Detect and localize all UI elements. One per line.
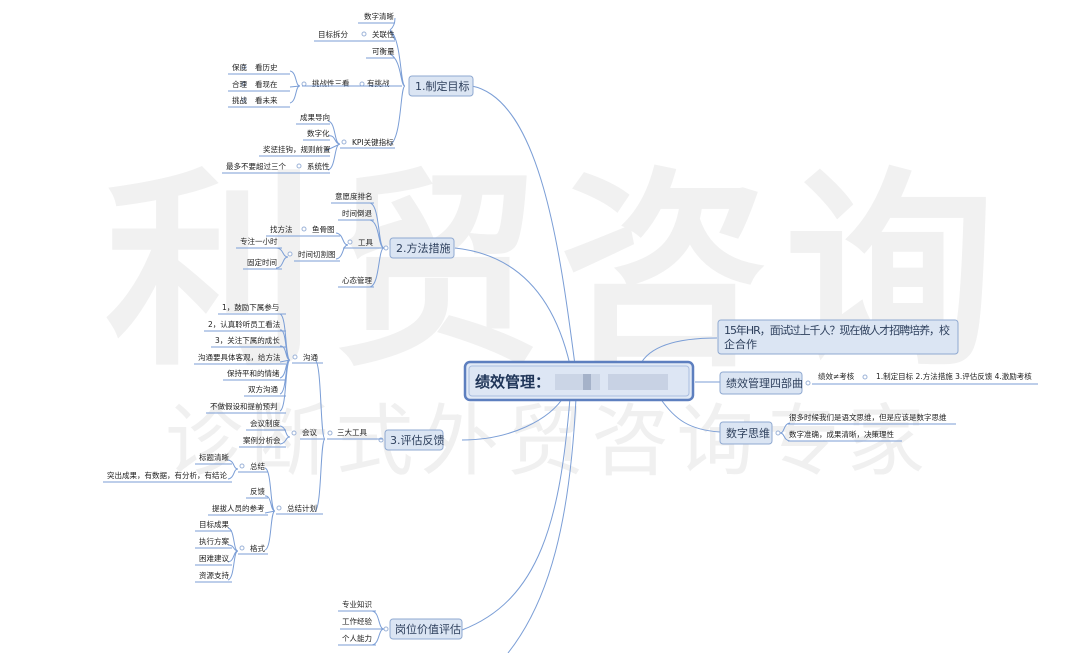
method-child[interactable]: 意愿度排名 bbox=[335, 191, 373, 201]
branch-goal: 1.制定目标 数字清晰 关联性 目标拆分 可衡量 有挑战 挑战性三看 看历史 保… bbox=[222, 11, 474, 174]
node-position[interactable]: 岗位价值评估 bbox=[389, 618, 463, 640]
comm-item[interactable]: 双方沟通 bbox=[248, 384, 278, 394]
goal-child[interactable]: 可衡量 bbox=[372, 46, 395, 56]
format-item[interactable]: 困难建议 bbox=[199, 553, 229, 563]
blurred-name bbox=[555, 374, 668, 390]
svg-text:1.制定目标: 1.制定目标 bbox=[415, 79, 470, 93]
main-connectors bbox=[454, 85, 721, 653]
feedback-group[interactable]: 总结计划 bbox=[287, 503, 317, 513]
goal-child[interactable]: 关联性 bbox=[372, 29, 395, 39]
branch-position: 岗位价值评估 专业知识 工作经验 个人能力 bbox=[338, 599, 463, 646]
comm-item[interactable]: 保持平和的情绪 bbox=[227, 368, 280, 378]
tool-leaf[interactable]: 专注一小时 bbox=[240, 236, 278, 246]
tool-item[interactable]: 时间切割图 bbox=[298, 249, 336, 259]
goal-look[interactable]: 看历史 bbox=[255, 62, 278, 72]
summary-item[interactable]: 格式 bbox=[250, 543, 265, 553]
summary-leaf[interactable]: 标题清晰 bbox=[199, 452, 229, 462]
meeting-item[interactable]: 案例分析会 bbox=[243, 435, 281, 445]
center-title: 绩效管理： bbox=[475, 373, 550, 391]
svg-text:2.方法措施: 2.方法措施 bbox=[396, 241, 451, 255]
summary-item[interactable]: 反馈 bbox=[250, 486, 265, 496]
digital-item[interactable]: 数字准确，成果清晰，决策理性 bbox=[789, 429, 894, 439]
node-intro[interactable]: 15年HR，面试过上千人？现在做人才招聘培养，校 企合作 bbox=[717, 319, 959, 355]
comm-item[interactable]: 沟通要具体客观，给方法 bbox=[198, 352, 281, 362]
format-item[interactable]: 目标成果 bbox=[199, 519, 229, 529]
format-item[interactable]: 执行方案 bbox=[199, 536, 229, 546]
goal-look-leaf[interactable]: 保底 bbox=[232, 62, 247, 72]
format-item[interactable]: 资源支持 bbox=[199, 570, 229, 580]
fourpart-detail[interactable]: 1.制定目标 2.方法措施 3.评估反馈 4.激励考核 bbox=[876, 371, 1032, 381]
method-child[interactable]: 心态管理 bbox=[342, 275, 372, 285]
intro-line1: 15年HR，面试过上千人？现在做人才招聘培养，校 bbox=[724, 323, 950, 337]
branch-method: 2.方法措施 意愿度排名 时间倒退 工具 鱼骨图 找方法 时间切割图 专注一小时… bbox=[236, 191, 455, 288]
goal-sub[interactable]: 目标拆分 bbox=[318, 29, 348, 39]
svg-text:3.评估反馈: 3.评估反馈 bbox=[390, 434, 445, 447]
branch-fourpart: 绩效管理四部曲 绩效≠考核 1.制定目标 2.方法措施 3.评估反馈 4.激励考… bbox=[719, 371, 1038, 395]
goal-child[interactable]: KPI关键指标 bbox=[352, 137, 394, 147]
goal-child[interactable]: 数字清晰 bbox=[364, 11, 394, 21]
position-item[interactable]: 专业知识 bbox=[342, 599, 372, 609]
summary-leaf[interactable]: 突出成果，有数据，有分析，有结论 bbox=[107, 470, 227, 480]
goal-look[interactable]: 看现在 bbox=[255, 79, 278, 89]
position-item[interactable]: 工作经验 bbox=[342, 616, 372, 626]
branch-digital: 数字思维 很多时候我们是语文思维，但是应该是数字思维 数字准确，成果清晰，决策理… bbox=[719, 412, 956, 445]
kpi-item[interactable]: 奖惩挂钩，规则前置 bbox=[263, 144, 331, 154]
summary-item[interactable]: 总结 bbox=[250, 461, 265, 471]
intro-line2: 企合作 bbox=[724, 337, 757, 351]
digital-item[interactable]: 很多时候我们是语文思维，但是应该是数字思维 bbox=[789, 412, 947, 422]
branch-feedback: 3.评估反馈 三大工具 沟通 1，鼓励下属参与 2，认真聆听员工看法 3，关注下… bbox=[103, 302, 445, 583]
svg-text:岗位价值评估: 岗位价值评估 bbox=[395, 622, 461, 636]
tool-leaf[interactable]: 固定时间 bbox=[247, 257, 277, 267]
kpi-item[interactable]: 成果导向 bbox=[300, 112, 330, 122]
feedback-tools[interactable]: 三大工具 bbox=[337, 427, 367, 437]
kpi-item[interactable]: 系统性 bbox=[307, 161, 330, 171]
comm-item[interactable]: 2，认真聆听员工看法 bbox=[208, 319, 281, 329]
feedback-group[interactable]: 会议 bbox=[302, 427, 317, 437]
node-feedback[interactable]: 3.评估反馈 bbox=[384, 429, 445, 451]
fourpart-item[interactable]: 绩效≠考核 bbox=[818, 371, 855, 381]
feedback-group[interactable]: 沟通 bbox=[303, 352, 318, 362]
comm-item[interactable]: 不做假设和提前预判 bbox=[210, 401, 278, 411]
node-digital[interactable]: 数字思维 bbox=[719, 421, 773, 445]
tool-leaf[interactable]: 找方法 bbox=[270, 224, 293, 234]
method-child[interactable]: 时间倒退 bbox=[342, 208, 372, 218]
goal-look-leaf[interactable]: 挑战 bbox=[232, 95, 247, 105]
position-item[interactable]: 个人能力 bbox=[342, 633, 372, 643]
kpi-leaf[interactable]: 最多不要超过三个 bbox=[226, 161, 286, 171]
goal-look[interactable]: 看未来 bbox=[255, 95, 278, 105]
comm-item[interactable]: 3，关注下属的成长 bbox=[215, 335, 280, 345]
meeting-item[interactable]: 会议制度 bbox=[250, 418, 280, 428]
kpi-item[interactable]: 数字化 bbox=[307, 128, 330, 138]
tool-item[interactable]: 鱼骨图 bbox=[312, 224, 335, 234]
node-method[interactable]: 2.方法措施 bbox=[389, 237, 455, 259]
svg-text:数字思维: 数字思维 bbox=[726, 426, 770, 440]
node-fourpart[interactable]: 绩效管理四部曲 bbox=[719, 371, 803, 395]
svg-text:绩效管理四部曲: 绩效管理四部曲 bbox=[726, 376, 803, 390]
method-child[interactable]: 工具 bbox=[358, 238, 373, 247]
comm-item[interactable]: 1，鼓励下属参与 bbox=[222, 302, 279, 312]
center-node[interactable]: 绩效管理： bbox=[463, 360, 695, 402]
node-goal[interactable]: 1.制定目标 bbox=[408, 75, 474, 97]
goal-child[interactable]: 有挑战 bbox=[367, 78, 390, 88]
goal-look-leaf[interactable]: 合理 bbox=[232, 79, 247, 89]
goal-sub[interactable]: 挑战性三看 bbox=[312, 78, 350, 88]
summary-item[interactable]: 提拔人员的参考 bbox=[212, 503, 265, 513]
